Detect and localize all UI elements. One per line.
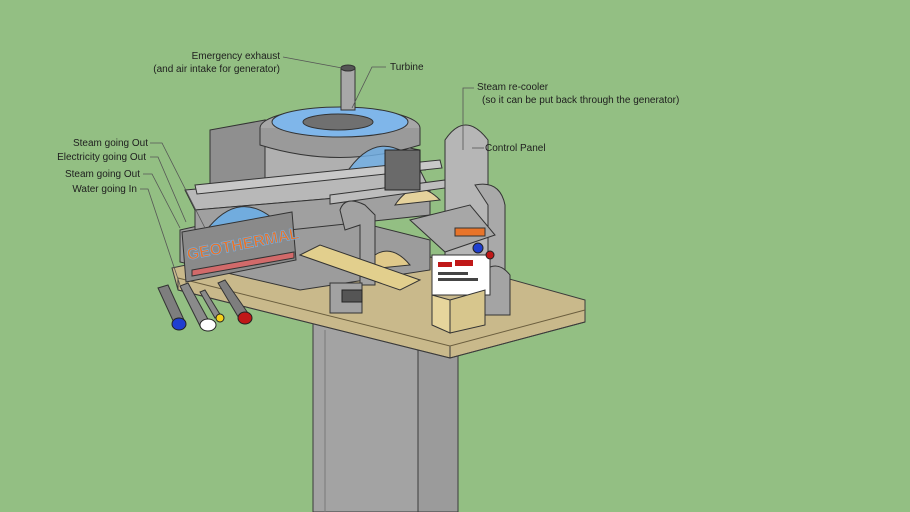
label-steam-recooler: Steam re-cooler (so it can be put back t… bbox=[477, 81, 679, 107]
label-steam-recooler-line1: Steam re-cooler bbox=[477, 82, 549, 93]
label-steam-going-out-1-text: Steam going Out bbox=[72, 138, 148, 149]
label-steam-going-out-1: Steam going Out bbox=[40, 137, 148, 150]
electric-pipe-end bbox=[215, 313, 225, 323]
rail-structures bbox=[194, 149, 446, 205]
label-turbine: Turbine bbox=[390, 61, 424, 74]
support-pillars bbox=[312, 319, 459, 512]
label-electricity-going-out: Electricity going Out bbox=[30, 151, 146, 164]
red-pipe-end bbox=[237, 311, 253, 325]
outlet-pipes bbox=[157, 279, 253, 332]
control-panel-unit bbox=[408, 204, 496, 334]
label-water-going-in-text: Water going In bbox=[72, 184, 137, 195]
label-control-panel: Control Panel bbox=[485, 142, 546, 155]
label-steam-recooler-line2: (so it can be put back through the gener… bbox=[482, 95, 680, 106]
label-electricity-going-out-text: Electricity going Out bbox=[57, 152, 146, 163]
turbine-assembly bbox=[259, 64, 421, 158]
leader-lines bbox=[140, 56, 484, 286]
label-emergency-exhaust: Emergency exhaust (and air intake for ge… bbox=[150, 50, 280, 76]
label-emergency-exhaust-line2: (and air intake for generator) bbox=[153, 64, 280, 75]
label-control-panel-text: Control Panel bbox=[485, 143, 546, 154]
label-emergency-exhaust-line1: Emergency exhaust bbox=[191, 51, 280, 62]
elbow-pipes bbox=[298, 200, 422, 314]
steam-pipe-end bbox=[199, 318, 217, 332]
label-water-going-in: Water going In bbox=[30, 183, 137, 196]
label-steam-going-out-2-text: Steam going Out bbox=[64, 169, 140, 180]
label-turbine-text: Turbine bbox=[390, 62, 424, 73]
geothermal-sign: GEOTHERMAL bbox=[181, 211, 301, 283]
label-steam-going-out-2: Steam going Out bbox=[30, 168, 140, 181]
water-pipe-end bbox=[171, 317, 187, 331]
